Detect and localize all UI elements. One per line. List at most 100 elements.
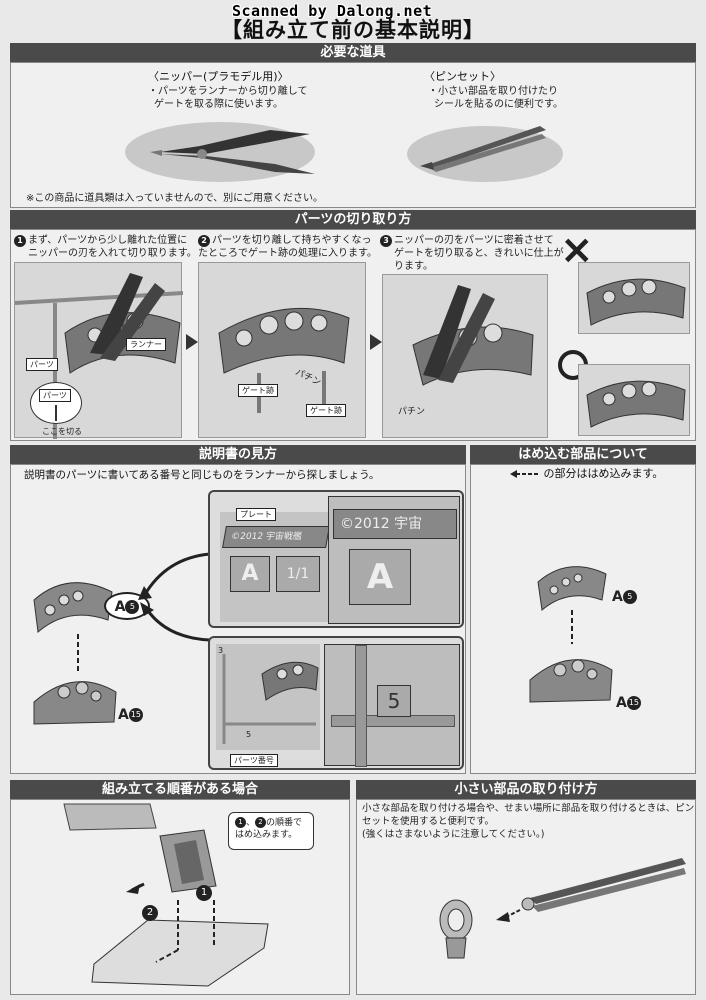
tools-section bbox=[10, 62, 696, 208]
arrow-right-icon bbox=[186, 334, 198, 350]
insert-guide-line bbox=[571, 610, 573, 644]
callout-arrows bbox=[138, 552, 211, 642]
plate-small-view: プレート ©2012 宇宙戦艦 A 1/1 bbox=[220, 508, 330, 622]
plate-letter-small: A bbox=[230, 556, 270, 592]
plate-text-1: ©2012 bbox=[230, 532, 264, 542]
cut-zoom-circle: パーツ bbox=[30, 382, 82, 424]
wrong-example-illustration bbox=[578, 262, 690, 334]
order-corner-part bbox=[63, 803, 157, 831]
order-note-num-2: 2 bbox=[255, 817, 267, 828]
nipper-icon bbox=[125, 122, 315, 182]
manual-desc: 説明書のパーツに書いてある番号と同じものをランナーから探しましょう。 bbox=[24, 469, 380, 481]
step-3-line-2: ゲートを切り取ると、きれいに仕上が bbox=[394, 248, 564, 259]
order-step-1-badge: 1 bbox=[196, 882, 212, 901]
manual-header: 説明書の見方 bbox=[10, 445, 466, 464]
order-base-illustration bbox=[91, 882, 269, 987]
step-3-number: 3 bbox=[380, 235, 392, 247]
insert-section bbox=[470, 464, 696, 774]
insert-code-upper-number: 5 bbox=[622, 589, 637, 604]
order-stand-part bbox=[159, 829, 217, 893]
insert-upper-part bbox=[537, 566, 607, 611]
plate-zoom-panel: プレート ©2012 宇宙戦艦 A 1/1 ©2012 宇宙 A bbox=[208, 490, 464, 628]
part-lower-illustration bbox=[33, 681, 117, 725]
label-part-number: パーツ番号 bbox=[230, 754, 278, 767]
tweezers-title: 〈ピンセット〉 bbox=[424, 70, 501, 83]
label-runner: ランナー bbox=[126, 338, 166, 351]
nipper-desc-1: ・パーツをランナーから切り離して bbox=[148, 86, 308, 97]
label-parts: パーツ bbox=[26, 358, 58, 371]
lower-part-code-letter: A bbox=[118, 707, 129, 723]
insert-desc-text: の部分ははめ込みます。 bbox=[543, 467, 664, 480]
step-1-line-2: ニッパーの刃を入れて切り取ります。 bbox=[28, 248, 197, 259]
plate-strip: ©2012 宇宙戦艦 bbox=[222, 526, 330, 548]
tools-note: ※この商品に道具類は入っていませんので、別にご用意ください。 bbox=[26, 193, 323, 204]
runner-tag-3: 3 bbox=[218, 646, 224, 655]
arrow-right-icon bbox=[370, 334, 382, 350]
cutting-header: パーツの切り取り方 bbox=[10, 210, 696, 229]
page-title: 【組み立て前の基本説明】 bbox=[221, 17, 485, 42]
step-2-number: 2 bbox=[198, 235, 210, 247]
part-code-number: 5 bbox=[125, 599, 140, 614]
small-line-2: セットを使用すると便利です。 bbox=[362, 816, 495, 827]
order-note-num-1: 1 bbox=[235, 817, 246, 828]
label-gate-1: ゲート跡 bbox=[238, 384, 278, 397]
plate-text-5: 宇宙 bbox=[394, 516, 423, 532]
runner-large-view: 5 bbox=[324, 644, 460, 767]
runner-tag-5: 5 bbox=[246, 730, 252, 739]
lower-part-code-number: 15 bbox=[128, 707, 143, 722]
small-parts-tweezers-illustration bbox=[439, 858, 686, 959]
plate-large-view: ©2012 宇宙 A bbox=[328, 496, 460, 624]
tools-header: 必要な道具 bbox=[10, 43, 696, 62]
fit-guide-line bbox=[77, 634, 79, 674]
dashed-arrow-icon bbox=[510, 470, 540, 478]
order-step-2-badge: 2 bbox=[142, 902, 158, 921]
label-gate-2: ゲート跡 bbox=[306, 404, 346, 417]
runner-post bbox=[355, 645, 367, 767]
tweezers-desc-1: ・小さい部品を取り付けたり bbox=[428, 86, 558, 97]
insert-code-upper-letter: A bbox=[612, 589, 623, 605]
tweezers-desc-2: シールを貼るのに便利です。 bbox=[434, 99, 563, 110]
part-number-zoom-panel: 3 5 パーツ番号 5 bbox=[208, 636, 464, 770]
order-step-1-number: 1 bbox=[196, 884, 212, 901]
tweezers-icon bbox=[407, 126, 563, 182]
step-3-line-3: ります。 bbox=[394, 261, 433, 272]
step-2-line-2: たところでゲート跡の処理に入ります。 bbox=[198, 248, 377, 259]
plate-strip-large: ©2012 宇宙 bbox=[333, 509, 457, 539]
insert-lower-part bbox=[529, 659, 613, 703]
insert-desc: の部分ははめ込みます。 bbox=[510, 467, 663, 481]
runner-small-view: 3 5 bbox=[216, 644, 320, 750]
step-1-number: 1 bbox=[14, 235, 26, 247]
order-note-line-1: の順番で bbox=[266, 818, 303, 828]
right-example-illustration bbox=[578, 364, 690, 436]
order-step-2-number: 2 bbox=[142, 904, 158, 921]
watermark: Scanned by Dalong.net bbox=[232, 2, 433, 20]
step-3-illustration bbox=[382, 274, 548, 438]
part-upper-illustration bbox=[33, 582, 113, 633]
insert-code-lower-letter: A bbox=[616, 695, 627, 711]
step-2-line-1: パーツを切り離して持ちやすくなっ bbox=[212, 235, 372, 246]
plate-text-4: ©2012 bbox=[340, 516, 390, 532]
step-3-line-1: ニッパーの刃をパーツに密着させて bbox=[394, 235, 554, 246]
order-header: 組み立てる順番がある場合 bbox=[10, 780, 350, 799]
nipper-title: 〈ニッパー(プラモデル用)〉 bbox=[148, 70, 289, 83]
plate-letter-large: A bbox=[349, 549, 411, 605]
plate-scale-small: 1/1 bbox=[276, 556, 320, 592]
plate-text-2: 宇宙戦艦 bbox=[264, 532, 303, 542]
small-line-3: (強くはさまないように注意してください。) bbox=[362, 829, 545, 840]
order-note-line-2: はめ込みます。 bbox=[235, 830, 298, 840]
label-plate: プレート bbox=[236, 508, 276, 521]
insert-code-lower-number: 15 bbox=[626, 695, 641, 710]
sfx-pachin-2: パチン bbox=[398, 407, 426, 417]
step-1-line-1: まず、パーツから少し離れた位置に bbox=[28, 235, 188, 246]
part-code-letter: A bbox=[114, 599, 126, 615]
small-header: 小さい部品の取り付け方 bbox=[356, 780, 696, 799]
part-number-tag-large: 5 bbox=[377, 685, 411, 717]
label-cut-here: ここを切る bbox=[42, 427, 82, 436]
